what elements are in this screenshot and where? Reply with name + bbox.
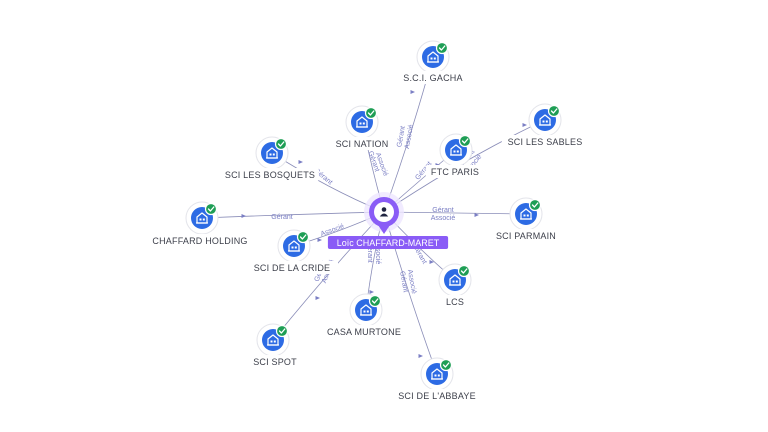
edge-arrow xyxy=(298,160,303,164)
company-name: SCI NATION xyxy=(336,139,389,149)
person-icon xyxy=(379,207,389,217)
edge-arrow xyxy=(369,290,374,294)
edge-arrow xyxy=(522,123,527,127)
company-node-chaffard[interactable]: CHAFFARD HOLDING xyxy=(151,201,249,247)
edge-label: Associé xyxy=(374,240,381,265)
company-node-nation[interactable]: SCI NATION xyxy=(330,105,394,150)
check-badge-icon xyxy=(275,324,289,338)
company-node-ftc[interactable]: FTC PARIS xyxy=(425,133,485,178)
company-name: CHAFFARD HOLDING xyxy=(152,236,247,246)
check-badge-icon xyxy=(204,202,218,216)
company-node-parmain[interactable]: SCI PARMAIN xyxy=(491,197,561,242)
building-icon xyxy=(449,274,461,286)
building-icon xyxy=(356,116,368,128)
node-label-bg xyxy=(391,389,483,402)
building-icon xyxy=(520,208,532,220)
building-icon xyxy=(360,304,372,316)
company-name: SCI LES SABLES xyxy=(508,137,583,147)
company-node-gacha[interactable]: S.C.I. GACHA xyxy=(395,40,471,84)
edge-label: Associé xyxy=(404,124,415,149)
edge-arrow xyxy=(410,90,415,94)
edge-label: Associé xyxy=(431,215,456,222)
center-layer: Loïc CHAFFARD-MARET xyxy=(327,192,449,249)
person-pin-tip xyxy=(378,225,390,234)
check-badge-icon xyxy=(458,134,472,148)
person-inner xyxy=(374,202,394,222)
person-name: Loïc CHAFFARD-MARET xyxy=(337,238,440,248)
check-badge-icon xyxy=(296,230,310,244)
company-name: FTC PARIS xyxy=(431,167,479,177)
company-name: SCI DE L'ABBAYE xyxy=(398,391,476,401)
edge-chaffard: Gérant xyxy=(201,211,385,221)
edge-label: Associé xyxy=(406,269,417,294)
building-icon xyxy=(267,334,279,346)
node-label-bg xyxy=(501,135,589,148)
nodes-layer: S.C.I. GACHA SCI NATION SCI LES SABLES SCI … xyxy=(151,40,589,402)
company-name: SCI LES BOSQUETS xyxy=(225,170,315,180)
building-icon xyxy=(288,240,300,252)
company-name: SCI PARMAIN xyxy=(496,231,556,241)
company-node-lcs[interactable]: LCS xyxy=(438,263,472,308)
company-name: CASA MURTONE xyxy=(327,327,401,337)
edge-label: Gérant xyxy=(432,207,453,214)
check-badge-icon xyxy=(528,198,542,212)
company-node-labbaye[interactable]: SCI DE L'ABBAYE xyxy=(391,357,483,402)
building-icon xyxy=(450,144,462,156)
edge-label: Associé xyxy=(320,223,346,238)
check-badge-icon xyxy=(435,41,449,55)
building-icon xyxy=(427,51,439,63)
company-node-sables[interactable]: SCI LES SABLES xyxy=(501,103,589,148)
building-icon xyxy=(266,147,278,159)
edge-label: Gérant xyxy=(271,214,292,221)
check-badge-icon xyxy=(368,294,382,308)
node-label-bg xyxy=(221,168,319,181)
node-label-bg xyxy=(425,165,485,178)
company-name: SCI DE LA CRIDE xyxy=(254,263,331,273)
person-node[interactable]: Loïc CHAFFARD-MARET xyxy=(327,192,449,249)
company-node-cride[interactable]: SCI DE LA CRIDE xyxy=(246,229,338,274)
edge-label: Gérant xyxy=(398,271,409,293)
edge-arrow xyxy=(317,238,322,242)
node-label-bg xyxy=(326,325,402,338)
company-node-murtone[interactable]: CASA MURTONE xyxy=(326,293,402,338)
edge-line xyxy=(201,211,385,219)
check-badge-icon xyxy=(547,104,561,118)
person-label-bg xyxy=(327,236,449,249)
edge-line xyxy=(383,211,438,375)
building-icon xyxy=(196,212,208,224)
edge-arrow xyxy=(315,296,320,300)
edge-label: Gérant xyxy=(366,241,373,262)
building-icon xyxy=(431,368,443,380)
edge-label: Gérant xyxy=(396,126,407,148)
company-node-spot[interactable]: SCI SPOT xyxy=(248,323,302,368)
node-label-bg xyxy=(248,355,302,368)
company-name: SCI SPOT xyxy=(253,357,297,367)
edge-arrow xyxy=(474,213,479,217)
node-label-bg xyxy=(491,229,561,242)
building-icon xyxy=(539,114,551,126)
node-label-bg xyxy=(442,295,468,308)
node-label-bg xyxy=(395,71,471,84)
edge-line xyxy=(383,211,527,215)
edge-arrow xyxy=(429,260,434,264)
edge-arrow xyxy=(241,214,246,218)
check-badge-icon xyxy=(439,358,453,372)
node-label-bg xyxy=(246,261,338,274)
check-badge-icon xyxy=(364,106,378,120)
company-name: LCS xyxy=(446,297,464,307)
check-badge-icon xyxy=(274,137,288,151)
check-badge-icon xyxy=(457,264,471,278)
node-label-bg xyxy=(151,234,249,247)
node-label-bg xyxy=(330,137,394,150)
company-node-bosquets[interactable]: SCI LES BOSQUETS xyxy=(221,136,319,181)
company-name: S.C.I. GACHA xyxy=(403,73,462,83)
edge-arrow xyxy=(418,354,423,358)
